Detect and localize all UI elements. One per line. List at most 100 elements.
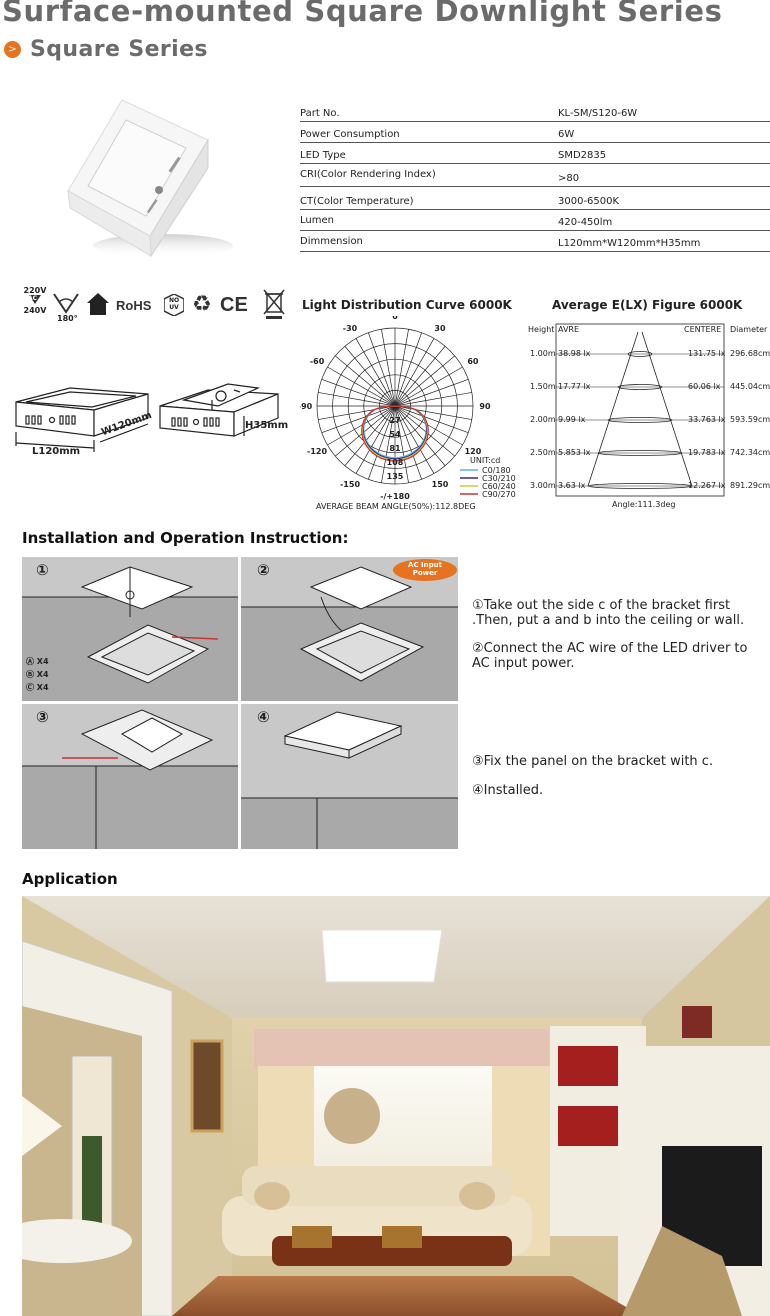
- spec-value: 6W: [558, 129, 575, 140]
- lux-cone-edge: [587, 331, 639, 487]
- spec-value: >80: [558, 173, 580, 184]
- no-uv-bottom: UV: [169, 304, 179, 311]
- voltage-icon: 220V AC 240V: [22, 286, 48, 322]
- lux-row-avre: 3.63 lx: [558, 481, 586, 490]
- spec-label: LED Type: [300, 150, 346, 161]
- install-step-4: ④Installed.: [472, 783, 544, 798]
- polar-angle-label: 0: [392, 316, 398, 321]
- polar-angle-label: -120: [307, 447, 327, 456]
- polar-grid-spoke: [394, 405, 435, 474]
- install-panel-3-number: ③: [36, 708, 49, 726]
- polar-grid-spoke: [394, 405, 472, 420]
- polar-chart: -/+1801501209060300-30-60-90-120-1502754…: [300, 316, 516, 501]
- installation-title: Installation and Operation Instruction:: [22, 529, 349, 547]
- install-step-3: ③Fix the panel on the bracket with c.: [472, 754, 714, 769]
- lux-cone-ellipse: [617, 384, 663, 390]
- room-illustration: [22, 896, 770, 1316]
- polar-angle-label: 60: [467, 357, 479, 366]
- weee-bin-icon: [263, 289, 285, 319]
- spec-value: SMD2835: [558, 150, 607, 161]
- indoor-house-icon: [87, 293, 109, 315]
- spec-row: LED Type SMD2835: [300, 143, 770, 164]
- lux-angle-text: Angle:111.3deg: [612, 500, 676, 509]
- lux-cone-ellipse: [597, 450, 683, 456]
- lux-row-diameter: 742.34cm: [730, 448, 770, 457]
- spec-label: Power Consumption: [300, 129, 400, 140]
- polar-grid-spoke: [327, 405, 396, 446]
- polar-grid-spoke: [321, 378, 396, 407]
- lux-chart: [555, 323, 725, 497]
- lux-cone-ellipse: [587, 483, 693, 489]
- voltage-ac-text: AC: [28, 295, 38, 302]
- polar-radial-label: 27: [389, 416, 400, 425]
- install-step-1: ①Take out the side c of the bracket firs…: [472, 598, 745, 628]
- install-panel-1-drawing: [22, 557, 238, 684]
- install-part-a: Ⓐ X4: [26, 657, 49, 666]
- lux-row-center: 60.06 lx: [688, 382, 721, 391]
- install-panel-2-number: ②: [257, 561, 270, 579]
- spec-table: Part No.KL-SM/S120-6W Power Consumption 6…: [300, 104, 770, 252]
- lux-row-diameter: 891.29cm: [730, 481, 770, 490]
- polar-grid-spoke: [394, 405, 409, 483]
- lux-row-avre: 17.77 lx: [558, 382, 591, 391]
- lux-row-avre: 5.853 lx: [558, 448, 591, 457]
- dimension-height: H35mm: [245, 420, 289, 431]
- polar-grid-spoke: [394, 405, 446, 466]
- polar-grid-spoke: [381, 405, 396, 483]
- polar-grid-spoke: [367, 405, 396, 480]
- polar-grid-spoke: [394, 355, 455, 407]
- lux-cone-ellipse: [627, 351, 653, 357]
- polar-grid-spoke: [344, 346, 396, 407]
- install-panel-4: ④: [241, 704, 458, 849]
- polar-radial-label: 81: [389, 444, 401, 453]
- spec-row: CT(Color Temperature)3000-6500K: [300, 187, 770, 210]
- voltage-top-text: 220V: [23, 286, 47, 295]
- lux-row-height: 1.50m: [530, 382, 556, 391]
- install-step-2: ②Connect the AC wire of the LED driver t…: [472, 641, 748, 671]
- polar-angle-label: 150: [432, 480, 449, 489]
- polar-grid-spoke: [355, 338, 396, 407]
- ac-input-power-badge: AC Input Power: [393, 559, 457, 581]
- rohs-icon: RoHS: [116, 298, 152, 313]
- polar-legend-label: C60/240: [482, 482, 516, 491]
- voltage-triangle-icon: [29, 295, 41, 304]
- polar-legend-label: C90/270: [482, 490, 516, 499]
- application-room-photo: [22, 896, 770, 1316]
- polar-radial-label: 108: [387, 458, 404, 467]
- install-panel-4-number: ④: [257, 708, 270, 726]
- lux-row-center: 33.763 lx: [688, 415, 726, 424]
- lux-header-centere: CENTERE: [684, 325, 722, 334]
- polar-grid-spoke: [344, 405, 396, 466]
- polar-grid-spoke: [335, 405, 396, 457]
- polar-grid-spoke: [394, 329, 409, 407]
- polar-angle-label: -30: [343, 324, 358, 333]
- page-title: Surface-mounted Square Downlight Series: [2, 0, 723, 28]
- lux-row-diameter: 593.59cm: [730, 415, 770, 424]
- polar-grid-spoke: [327, 366, 396, 407]
- spec-label: Part No.: [300, 108, 340, 119]
- lux-cone-ellipse: [607, 417, 673, 423]
- lux-row-height: 2.50m: [530, 448, 556, 457]
- lux-row-avre: 9.99 lx: [558, 415, 586, 424]
- polar-radial-label: 54: [389, 430, 401, 439]
- spec-value: 3000-6500K: [558, 196, 620, 207]
- polar-grid-spoke: [394, 392, 472, 407]
- install-panel-3-drawing: [22, 704, 238, 849]
- install-panel-1-number: ①: [36, 561, 49, 579]
- polar-grid-spoke: [367, 332, 396, 407]
- lux-row-height: 2.00m: [530, 415, 556, 424]
- spec-row: Part No.KL-SM/S120-6W: [300, 104, 770, 122]
- voltage-bottom-text: 240V: [23, 306, 47, 315]
- polar-legend-label: C0/180: [482, 466, 511, 475]
- polar-angle-label: -150: [340, 480, 360, 489]
- page-subtitle: Square Series: [30, 37, 208, 62]
- polar-grid-spoke: [381, 329, 396, 407]
- polar-grid-spoke: [355, 405, 396, 474]
- lux-header-height: Height: [528, 325, 555, 334]
- polar-radial-label: 135: [387, 472, 404, 481]
- dimension-length: L120mm: [32, 446, 81, 457]
- spec-value: 420-450lm: [558, 217, 613, 228]
- beam-angle-icon: [53, 293, 79, 314]
